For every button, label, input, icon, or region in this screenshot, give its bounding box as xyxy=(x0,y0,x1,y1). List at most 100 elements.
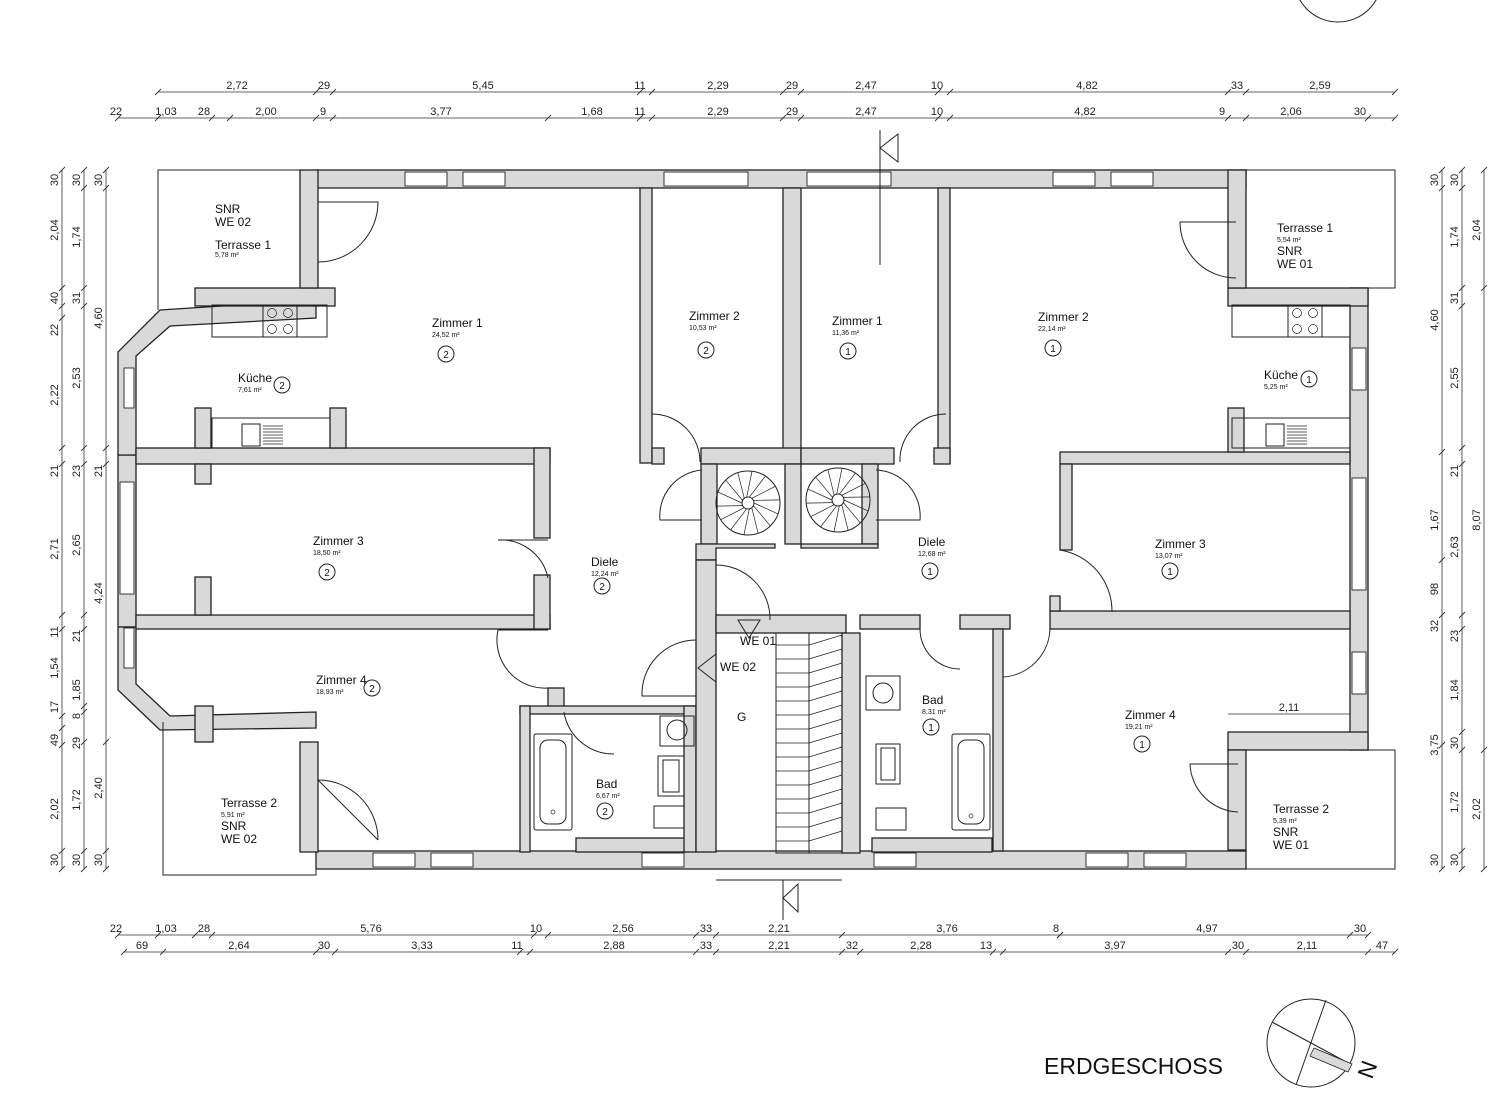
unit-badge-number: 1 xyxy=(1306,375,1312,386)
dimension-label: 2,53 xyxy=(71,367,83,388)
stair-label-we02: WE 02 xyxy=(720,660,756,674)
room-area: 5,25 m² xyxy=(1264,384,1288,391)
dimension-label: 21 xyxy=(1449,465,1461,477)
room-area: 5,39 m² xyxy=(1273,818,1297,825)
unit-badge-number: 2 xyxy=(602,807,608,818)
room-label-we01-zimmer4: Zimmer 419,21 m²1 xyxy=(1125,708,1176,753)
dimension-label: 30 xyxy=(1429,174,1441,186)
room-area: 24,52 m² xyxy=(432,332,460,339)
dimension-label: 11 xyxy=(511,940,522,952)
room-label-we01-zimmer2: Zimmer 222,14 m²1 xyxy=(1038,310,1089,357)
dimension-label: 30 xyxy=(1449,854,1461,866)
dimension-label: 4,24 xyxy=(93,582,105,603)
dimension-label: 31 xyxy=(71,292,83,304)
dimension-label: 2,71 xyxy=(49,538,61,559)
unit-badge-number: 1 xyxy=(1050,344,1056,355)
dimension-label: 21 xyxy=(49,465,61,477)
section-markers xyxy=(697,130,899,914)
room-area: 18,93 m² xyxy=(316,689,344,696)
room-area: 19,21 m² xyxy=(1125,724,1153,731)
dimension-label: 10 xyxy=(931,106,943,118)
unit-badge-number: 1 xyxy=(1167,567,1173,578)
inline-dimension-label: 2,11 xyxy=(1279,702,1300,714)
dimension-label: 2,47 xyxy=(855,106,876,118)
main-staircase xyxy=(775,632,843,920)
dimension-label: 11 xyxy=(634,80,645,92)
dimension-label: 23 xyxy=(71,465,83,477)
room-area: 5,91 m² xyxy=(221,812,245,819)
room-name: Terrasse 1 xyxy=(215,238,271,252)
room-name: Küche xyxy=(238,371,272,385)
dimension-label: 4,82 xyxy=(1074,106,1095,118)
room-name: SNR xyxy=(1273,825,1299,839)
dimension-label: 1,54 xyxy=(49,657,61,678)
room-area: 5,54 m² xyxy=(1277,237,1301,244)
dimension-label: 2,02 xyxy=(49,798,61,819)
dimension-label: 30 xyxy=(93,854,105,866)
unit-badge-icon xyxy=(697,341,715,359)
dimension-label: 98 xyxy=(1429,583,1441,595)
unit-badge-icon xyxy=(1300,370,1318,388)
room-area: 5,78 m² xyxy=(215,252,239,259)
dimension-label: 4,97 xyxy=(1196,923,1217,935)
dimension-label: 1,68 xyxy=(581,106,602,118)
room-area: 22,14 m² xyxy=(1038,326,1066,333)
dimension-label: 1,03 xyxy=(155,923,176,935)
room-name: Terrasse 2 xyxy=(1273,802,1329,816)
dimension-label: 3,77 xyxy=(430,106,451,118)
dimension-label: 69 xyxy=(136,940,148,952)
dimension-label: 30 xyxy=(71,174,83,186)
unit-badge-icon xyxy=(318,563,336,581)
dimension-label: 28 xyxy=(198,106,210,118)
dimension-label: 30 xyxy=(318,940,330,952)
room-name: Zimmer 1 xyxy=(832,314,883,328)
dimension-label: 29 xyxy=(318,80,330,92)
dimension-label: 2,65 xyxy=(71,534,83,555)
dimension-label: 32 xyxy=(846,940,858,952)
dimension-label: 10 xyxy=(931,80,943,92)
dimension-label: 1,72 xyxy=(1449,791,1461,812)
room-name: WE 02 xyxy=(215,215,251,229)
dimension-label: 2,64 xyxy=(228,940,249,952)
compass-top-icon xyxy=(1299,0,1377,23)
room-area: 8,31 m² xyxy=(922,709,946,716)
windows xyxy=(119,171,1367,868)
dimension-label: 2,63 xyxy=(1449,536,1461,557)
dimension-label: 33 xyxy=(700,940,712,952)
dimension-label: 22 xyxy=(110,923,122,935)
room-name: Zimmer 1 xyxy=(432,316,483,330)
unit-badge-icon xyxy=(437,345,455,363)
room-area: 6,67 m² xyxy=(596,793,620,800)
kitchen-fixtures xyxy=(211,304,1351,449)
unit-badge-icon xyxy=(363,679,381,697)
unit-badge-number: 2 xyxy=(324,568,330,579)
dimension-label: 22 xyxy=(49,324,61,336)
dimension-label: 29 xyxy=(786,80,798,92)
dimension-label: 30 xyxy=(1449,174,1461,186)
dimension-label: 3,75 xyxy=(1429,734,1441,755)
dimension-label: 3,97 xyxy=(1104,940,1125,952)
dimension-label: 11 xyxy=(634,106,645,118)
dimension-label: 30 xyxy=(1449,737,1461,749)
room-name: Terrasse 1 xyxy=(1277,221,1333,235)
dimension-label: 2,04 xyxy=(1471,219,1483,240)
unit-badge-number: 1 xyxy=(1139,740,1145,751)
room-name: SNR xyxy=(1277,244,1303,258)
dimension-label: 1,74 xyxy=(71,226,83,247)
room-area: 11,36 m² xyxy=(832,330,860,337)
room-label-we01-zimmer1: Zimmer 111,36 m²1 xyxy=(832,314,883,360)
